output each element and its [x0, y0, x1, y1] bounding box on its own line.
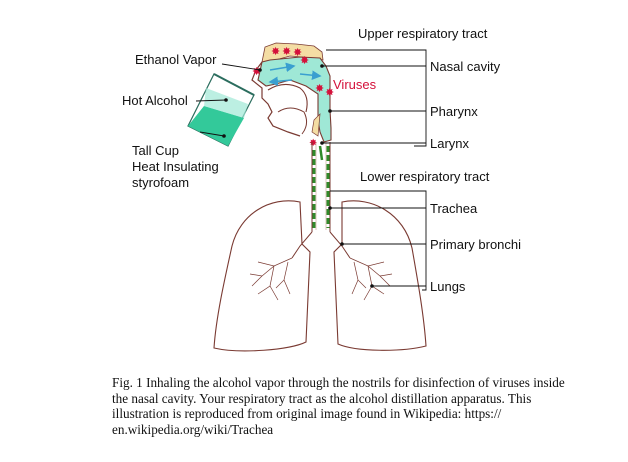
virus-icon: ✸ [309, 138, 317, 149]
right-brackets [322, 49, 427, 291]
larynx-marker [318, 145, 324, 161]
right-lung-outline [333, 200, 427, 351]
alcohol-surface-highlight [204, 88, 248, 118]
left-leader-lines [195, 63, 261, 137]
label-lungs: Lungs [430, 279, 466, 294]
caption-line: en.wikipedia.org/wiki/Trachea [112, 421, 274, 437]
tongue-outline [277, 107, 308, 135]
styrofoam-cup [187, 73, 255, 147]
virus-markers: ✸ ✸ ✸ ✸ ✸ ✸ ✸ ✸ [252, 45, 334, 149]
alcohol-liquid [188, 106, 244, 146]
label-nasal-cavity: Nasal cavity [430, 59, 501, 74]
flow-arrow [269, 62, 296, 73]
virus-icon: ✸ [271, 45, 280, 58]
label-trachea: Trachea [430, 201, 478, 216]
virus-icon: ✸ [325, 86, 334, 99]
primary-bronchi [291, 231, 351, 259]
lungs [213, 200, 427, 352]
label-pharynx: Pharynx [430, 104, 478, 119]
leader-dots [222, 64, 374, 288]
upper-tract-bracket [326, 49, 427, 147]
flow-arrow [299, 70, 322, 80]
cup-rim [213, 73, 255, 96]
label-upper-tract: Upper respiratory tract [358, 26, 488, 41]
larynx-tissue [311, 113, 321, 137]
right-bronchial-tree [349, 257, 393, 301]
caption-line: the nasal cavity. Your respiratory tract… [112, 390, 532, 406]
label-viruses: Viruses [333, 77, 377, 92]
virus-icon: ✸ [252, 65, 261, 78]
flow-arrow [268, 76, 293, 87]
virus-icon: ✸ [293, 46, 302, 59]
face-profile-outline [251, 61, 301, 137]
figure-caption: Fig. 1 Inhaling the alcohol vapor throug… [112, 375, 592, 437]
label-primary-bronchi: Primary bronchi [430, 237, 521, 252]
label-ethanol-vapor: Ethanol Vapor [135, 52, 217, 67]
trachea [311, 142, 331, 232]
caption-line: Fig. 1 Inhaling the alcohol vapor throug… [112, 375, 565, 390]
label-cup-line2: Heat Insulating [132, 159, 219, 174]
left-lung-outline [213, 200, 311, 352]
lower-tract-bracket [330, 190, 427, 291]
label-cup-line1: Tall Cup [132, 143, 179, 158]
left-bronchial-tree [249, 257, 293, 301]
label-cup-line3: styrofoam [132, 175, 189, 190]
caption-line: illustration is reproduced from original… [112, 406, 502, 421]
label-hot-alcohol: Hot Alcohol [122, 93, 188, 108]
label-lower-tract: Lower respiratory tract [360, 169, 490, 184]
label-larynx: Larynx [430, 136, 470, 151]
virus-icon: ✸ [282, 45, 291, 58]
virus-icon: ✸ [315, 82, 324, 95]
virus-icon: ✸ [300, 54, 309, 67]
vapor-flow-arrows [268, 62, 322, 87]
